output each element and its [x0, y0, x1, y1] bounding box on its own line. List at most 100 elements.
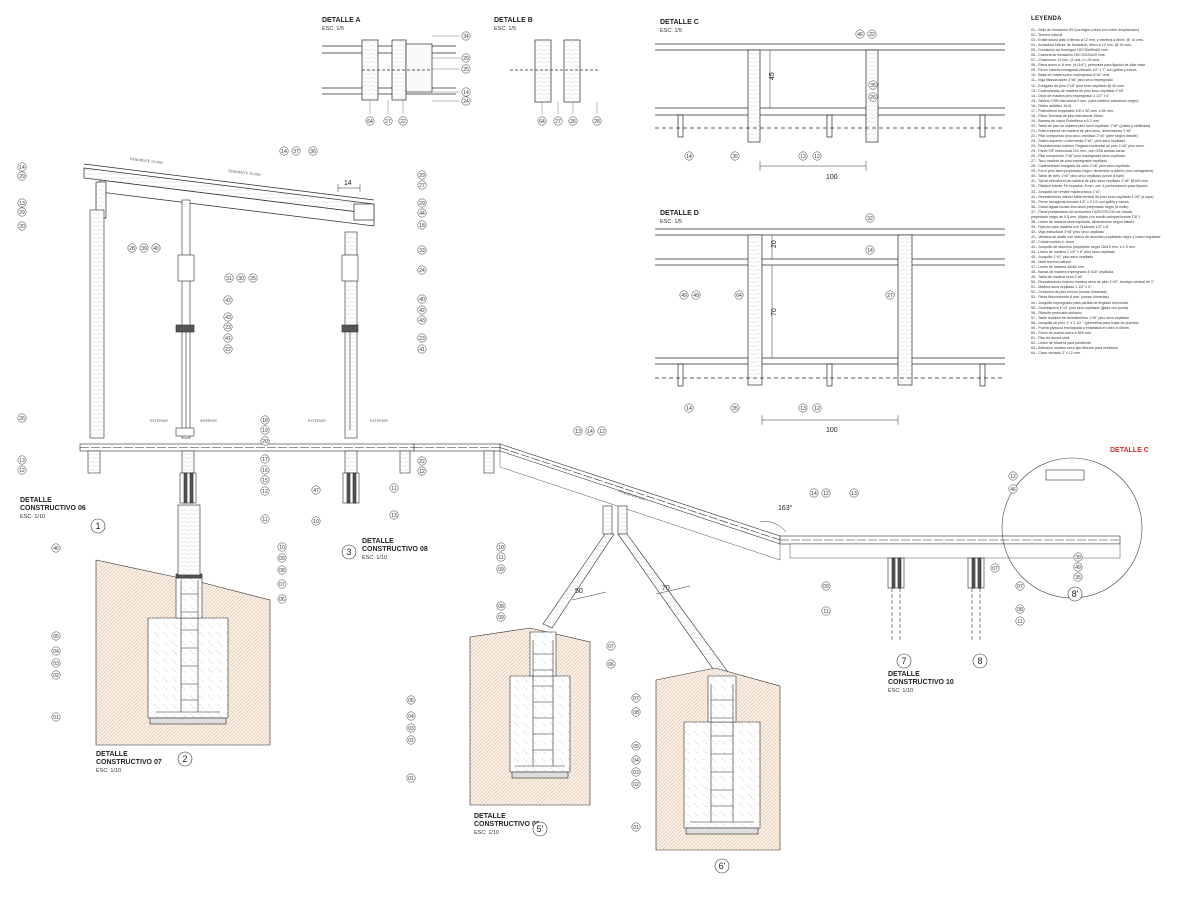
- label-exterior-1: EXTERIOR: [150, 419, 168, 423]
- bubble: 25: [250, 276, 256, 282]
- legend-list: 01.- Sello de fundación H5 (hormigón pob…: [1031, 28, 1196, 356]
- detail-c-title: DETALLE C: [660, 19, 699, 26]
- bubble: 27: [385, 119, 391, 125]
- bubble: 01: [633, 825, 639, 831]
- detail-b: DETALLE B ESC: 1/5 64 27 26 28: [494, 17, 602, 126]
- legend-item: 54.- Junquillo impregnado para partida d…: [1031, 300, 1129, 305]
- bubble: 49: [681, 293, 687, 299]
- c06-scale: ESC: 1/10: [20, 514, 45, 520]
- c07-scale: ESC: 1/10: [96, 768, 121, 774]
- bubble: 31: [226, 276, 232, 282]
- legend-item: prepintado negro de 0.5 mm. (fijado con …: [1031, 214, 1141, 219]
- bubble: 22: [400, 119, 406, 125]
- bubble: 05: [53, 634, 59, 640]
- main-section-callouts: 14 29 13 29 20 26 13 12 28 39 40 14 37 3…: [17, 146, 427, 722]
- legend-item: 08.- Placa acero e: 6 mm. (e=1/4"), perf…: [1031, 63, 1146, 68]
- bubble: 19: [262, 428, 268, 434]
- legend-item: 64.- Clavo zincado 3" x 12 mm.: [1031, 351, 1081, 355]
- bubble: 12: [1010, 474, 1016, 480]
- legend-item: 12.- Envigado de piso 2"x8" pino seco ce…: [1031, 83, 1125, 88]
- bubble: 16: [262, 468, 268, 474]
- bubble: 09: [279, 556, 285, 562]
- bubble: 10: [498, 545, 504, 551]
- bubble: 29: [19, 174, 25, 180]
- bubble: 22: [225, 347, 231, 353]
- bubble: 14: [587, 429, 593, 435]
- detail-d: DETALLE D ESC: 1/5 20 70 100: [655, 210, 1005, 434]
- bubble: 32: [867, 216, 873, 222]
- bubble: 08: [633, 710, 639, 716]
- legend-item: 03.- Enfierradura pilar 4 fierros ø 12 m…: [1031, 38, 1144, 43]
- bubble: 14: [19, 165, 25, 171]
- legend-item: 59.- Puerta plywood enchapada o entablad…: [1031, 325, 1130, 330]
- bubble: 11: [1017, 619, 1022, 625]
- bubble: 17: [262, 457, 268, 463]
- legend-item: 34.- Revestimiento interior tabla vertic…: [1031, 194, 1154, 199]
- bubble: 41: [419, 347, 425, 353]
- bubble: 14: [867, 248, 873, 254]
- bubble: 07: [1017, 584, 1023, 590]
- bubble: 03: [53, 661, 59, 667]
- detail-c-callout: DETALLE C: [1110, 447, 1149, 454]
- detail-b-scale: ESC: 1/5: [494, 26, 516, 32]
- bubble: 22: [419, 459, 425, 465]
- dim-70: 70: [662, 585, 670, 592]
- bubble: 46: [857, 32, 863, 38]
- bubble: 49: [693, 293, 699, 299]
- legend-item: 36.- Canal aguas lluvias zinc-alum prepi…: [1031, 204, 1129, 209]
- bubble: 27: [419, 183, 425, 189]
- bubble: 14: [686, 406, 692, 412]
- legend-item: 11.- Viga tillanda doble 2"x8" pino seco…: [1031, 78, 1113, 83]
- bubble: 42: [419, 308, 425, 314]
- bubble: 13: [391, 513, 397, 519]
- dim-100a: 100: [826, 174, 838, 181]
- legend-item: 49.- Tabla de madera seca 2"x6": [1031, 275, 1083, 280]
- axis-1: 1: [95, 521, 100, 531]
- bubble: 01: [53, 715, 59, 721]
- legend-item: 39.- Fijación para madera con Tirafondo …: [1031, 224, 1110, 229]
- detail-09-ramp: PENDIENTE 10% 163° 50 70: [406, 426, 1121, 851]
- bubble: 01: [408, 776, 414, 782]
- legend-item: 19.- Barrera de vapor Polietileno e:0.2 …: [1031, 118, 1100, 123]
- detail-10: DETALLE C 09 11 07 08 11 12 46 39 49 35 …: [821, 447, 1149, 694]
- legend-item: 01.- Sello de fundación H5 (hormigón pob…: [1031, 28, 1140, 32]
- bubble: 20: [19, 224, 25, 230]
- bubble: 26: [870, 95, 876, 101]
- bubble: 12: [814, 406, 820, 412]
- bubble: 11: [823, 609, 828, 615]
- bubble: 29: [19, 210, 25, 216]
- bubble: 40: [419, 297, 425, 303]
- legend-item: 16.- Fieltro asfáltico 15 lb: [1031, 103, 1072, 108]
- bubble: 26: [19, 416, 25, 422]
- bubble: 10: [313, 519, 319, 525]
- bubble: 13: [575, 429, 581, 435]
- detail-a: DETALLE A ESC: 1/5 64 27 22 34 29 25: [322, 17, 471, 126]
- bubble: 29: [419, 201, 425, 207]
- bubble: 64: [539, 119, 545, 125]
- bubble: 02: [53, 673, 59, 679]
- legend-item: 06.- Cabezal de fundación H20 20x20x20 c…: [1031, 53, 1106, 58]
- detail-d-scale: ESC: 1/5: [660, 219, 682, 225]
- legend-item: 48.- Banca de madera impregnado 4"x16" c…: [1031, 270, 1115, 275]
- legend-item: 07.- Chasconeo 12 mm. (2 uds.) L=30 cms.: [1031, 58, 1101, 63]
- bubble: 35: [732, 154, 738, 160]
- bubble: 23: [419, 336, 425, 342]
- bubble: 04: [633, 758, 639, 764]
- detail-a-title: DETALLE A: [322, 17, 361, 24]
- bubble: 37: [293, 149, 299, 155]
- bubble: 09: [498, 567, 504, 573]
- bubble: 12: [823, 491, 829, 497]
- bubble: 18: [419, 223, 425, 229]
- bubble: 22: [869, 32, 875, 38]
- bubble: 30: [238, 276, 244, 282]
- bubble: 02: [408, 738, 414, 744]
- c07-line2: CONSTRUCTIVO 07: [96, 759, 162, 766]
- legend-item: 04.- Armadura inferior de fundación, fie…: [1031, 43, 1132, 48]
- bubble: 14: [811, 491, 817, 497]
- detail-c: DETALLE C ESC: 1/5 45 100 46: [655, 19, 1005, 181]
- bubble: 35: [870, 83, 876, 89]
- axis-2: 2: [182, 754, 187, 764]
- legend-item: 38.- Listón de madera seca cepillada, di…: [1031, 219, 1135, 224]
- c10-scale: ESC: 1/10: [888, 688, 913, 694]
- bubble: 13: [19, 458, 25, 464]
